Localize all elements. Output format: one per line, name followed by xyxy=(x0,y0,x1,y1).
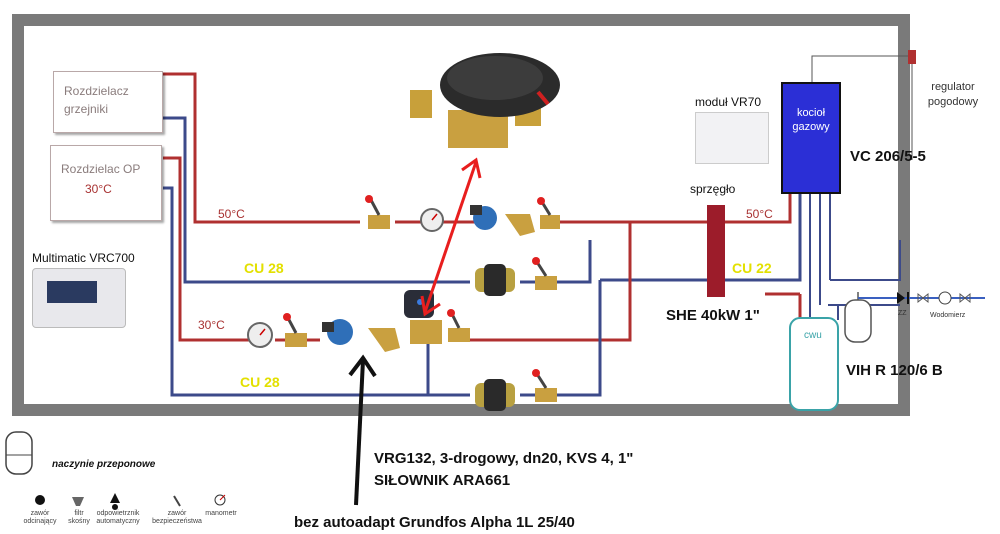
zz-label: ZZ xyxy=(898,310,907,317)
hot-water-tank xyxy=(789,317,839,411)
cwu-label: cwu xyxy=(804,330,822,341)
y-filter-icon xyxy=(368,328,400,352)
valve-closeup-image xyxy=(410,53,560,148)
expansion-vessel-icon xyxy=(844,299,872,343)
shutoff-valve-icon xyxy=(283,313,307,347)
radiator-temp: 50°C xyxy=(218,207,245,221)
module-vr70-image xyxy=(695,112,769,164)
shutoff-valve-icon xyxy=(447,309,470,342)
shutoff-valve-icon xyxy=(365,195,390,229)
weather-regulator-label: regulator pogodowy xyxy=(927,81,979,108)
radiator-distributor-box: Rozdzielacz grzejniki xyxy=(53,71,163,133)
shutoff-valve-icon xyxy=(537,197,560,229)
module-vr70-label: moduł VR70 xyxy=(695,95,762,109)
hydraulic-coupler xyxy=(707,205,725,297)
controller-screen xyxy=(47,281,97,303)
she-label: SHE 40kW 1" xyxy=(666,307,760,324)
water-meter-icon xyxy=(938,291,952,305)
cu22-label: CU 22 xyxy=(732,260,772,276)
expansion-tank-legend-icon xyxy=(5,431,33,475)
radiator-supply-pipe xyxy=(163,72,792,224)
legend-safety-valve: zawór bezpieczeństwa xyxy=(152,510,202,525)
tank-model: VIH R 120/6 B xyxy=(846,362,943,379)
safety-valve-icon xyxy=(173,495,181,507)
coupler-temp: 50°C xyxy=(746,207,773,221)
black-arrow xyxy=(348,354,377,506)
check-valve-small-icon xyxy=(897,292,905,304)
multimatic-controller-image xyxy=(32,268,126,328)
manometer-icon xyxy=(420,208,444,232)
check-valve-icon xyxy=(475,264,515,296)
y-filter-icon xyxy=(505,214,535,236)
floor-distributor-temp: 30°C xyxy=(85,182,112,196)
valve-spec-line2: SIŁOWNIK ARA661 xyxy=(374,472,511,489)
weather-sensor-icon xyxy=(908,50,916,64)
valve-spec-line1: VRG132, 3-drogowy, dn20, KVS 4, 1" xyxy=(374,450,634,467)
expansion-vessel-legend-label: naczynie przeponowe xyxy=(52,459,156,470)
y-filter-icon xyxy=(72,497,84,506)
cu28-top-label: CU 28 xyxy=(244,260,284,276)
boiler-label: kocioł gazowy xyxy=(792,107,830,133)
multimatic-label: Multimatic VRC700 xyxy=(32,251,135,265)
floor-supply-pipe xyxy=(163,156,632,342)
air-vent-icon xyxy=(110,493,120,503)
legend-manometer: manometr xyxy=(205,510,237,517)
boiler-model: VC 206/5-5 xyxy=(850,148,926,165)
floor-temp: 30°C xyxy=(198,318,225,332)
shutoff-valve-icon xyxy=(35,495,45,505)
shutoff-valve-icon xyxy=(532,369,557,402)
coupler-label: sprzęgło xyxy=(690,182,736,196)
cu28-bottom-label: CU 28 xyxy=(240,374,280,390)
pump-icon xyxy=(470,205,497,230)
floor-distributor-box: Rozdzielac OP 30°C xyxy=(50,145,162,221)
water-meter-label: Wodomierz xyxy=(930,312,966,319)
pump-spec: bez autoadapt Grundfos Alpha 1L 25/40 xyxy=(294,514,575,531)
pump-icon xyxy=(322,319,353,345)
red-arrow xyxy=(420,157,482,317)
legend-air-vent: odpowietrznik automatyczny xyxy=(96,510,140,525)
legend-shutoff-valve: zawór odcinający xyxy=(23,510,57,525)
manometer-icon xyxy=(247,322,273,348)
radiator-distributor-label: Rozdzielacz grzejniki xyxy=(64,84,129,116)
check-valve-icon xyxy=(475,379,515,411)
shutoff-valve-icon xyxy=(532,257,557,290)
legend-y-filter: filtr skośny xyxy=(68,510,90,525)
floor-distributor-label: Rozdzielac OP xyxy=(61,162,141,176)
